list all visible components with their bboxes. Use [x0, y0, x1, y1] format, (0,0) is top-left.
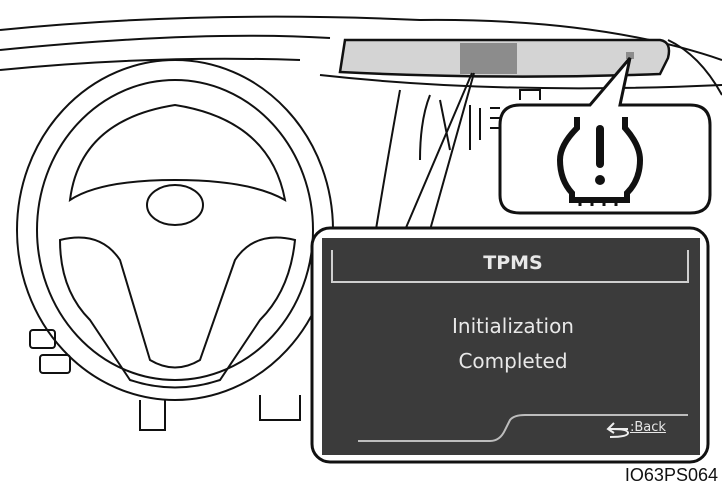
message-line-1: Initialization	[452, 314, 574, 338]
multi-info-display-area	[460, 43, 517, 74]
return-arrow-icon	[606, 422, 630, 438]
dash-top-line	[0, 15, 722, 61]
warning-light-position	[626, 52, 634, 59]
tire-pressure-warning-icon	[556, 117, 644, 206]
steering-wheel-hub-top	[68, 103, 287, 203]
figure-code: IO63PS064	[624, 465, 718, 485]
back-label: :Back	[630, 420, 666, 435]
emblem	[146, 184, 204, 226]
warning-callout	[498, 57, 712, 215]
steering-wheel-outer	[16, 59, 334, 401]
footer-divider	[358, 414, 688, 442]
screen-title: TPMS	[483, 252, 543, 274]
title-frame	[331, 250, 689, 283]
steering-wheel-spokes	[58, 236, 297, 389]
message-line-2: Completed	[458, 349, 568, 373]
